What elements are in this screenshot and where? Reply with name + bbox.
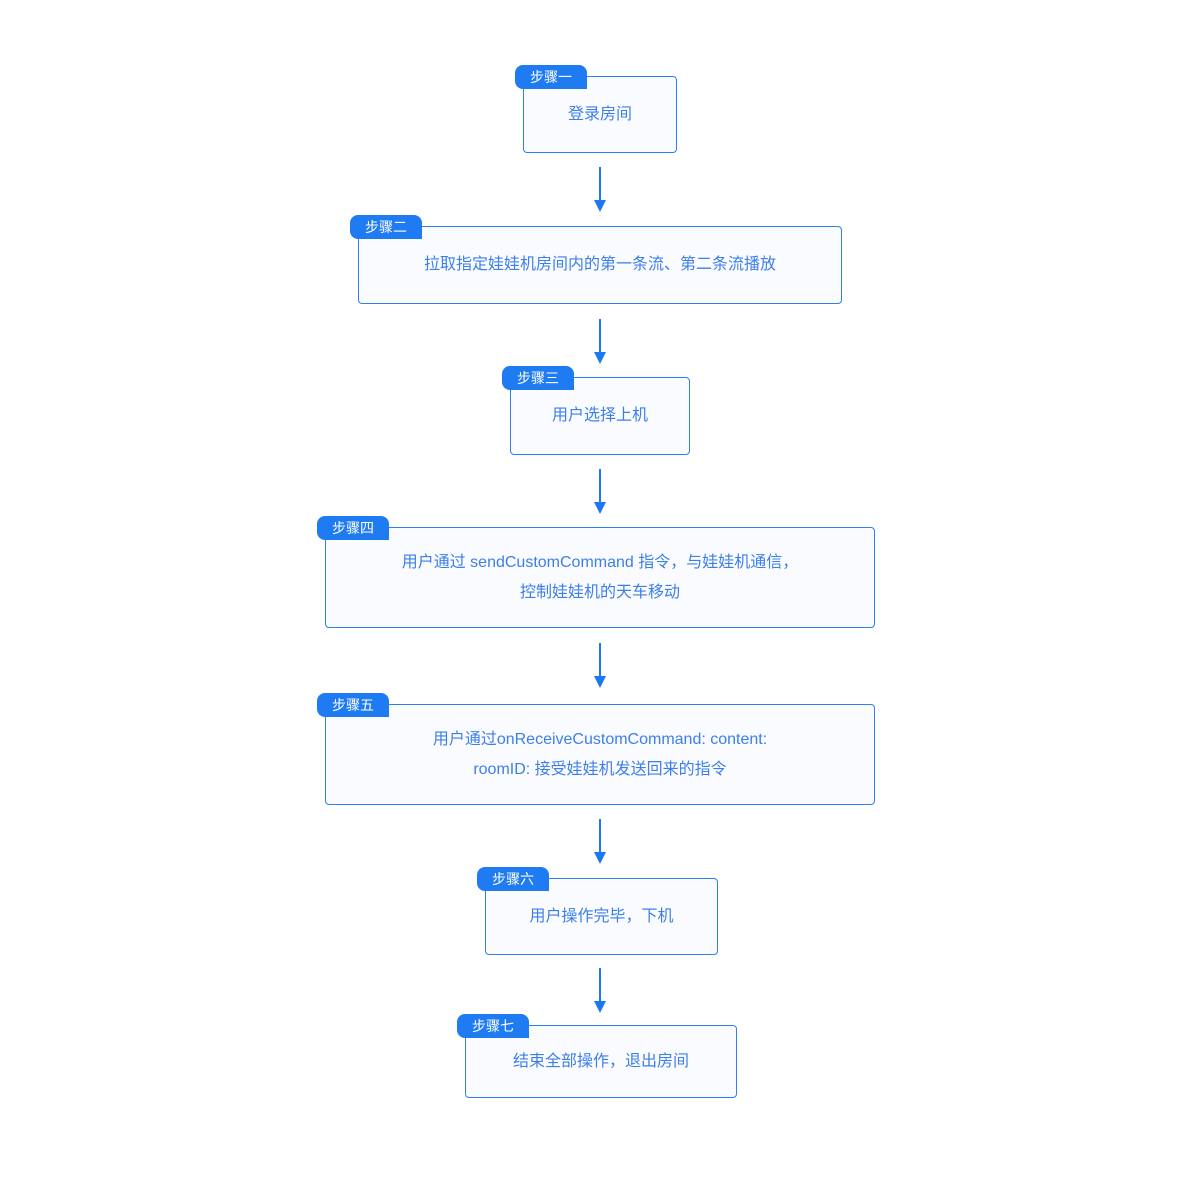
step-text-4-line-2: 控制娃娃机的天车移动: [519, 583, 680, 601]
step-badge-3: 步骤三: [502, 366, 574, 390]
down-arrow-icon: [594, 643, 606, 688]
step-badge-5: 步骤五: [317, 693, 389, 717]
step-text-2: 拉取指定娃娃机房间内的第一条流、第二条流播放: [423, 256, 776, 273]
step-box-4: 步骤四 用户通过 sendCustomCommand 指令，与娃娃机通信， 控制…: [317, 516, 875, 628]
step-badge-7: 步骤七: [457, 1014, 529, 1038]
step-text-4-line-1: 用户通过 sendCustomCommand 指令，与娃娃机通信，: [401, 553, 799, 571]
down-arrow-icon: [594, 819, 606, 864]
step-box-5: 步骤五 用户通过onReceiveCustomCommand: content:…: [317, 693, 875, 805]
down-arrow-icon: [594, 319, 606, 364]
step-text-3: 用户选择上机: [551, 407, 648, 424]
step-box-7: 步骤七 结束全部操作，退出房间: [457, 1014, 737, 1098]
step-badge-6: 步骤六: [477, 867, 549, 891]
step-box-2: 步骤二 拉取指定娃娃机房间内的第一条流、第二条流播放: [350, 215, 842, 304]
down-arrow-icon: [594, 469, 606, 514]
step-text-7: 结束全部操作，退出房间: [512, 1052, 689, 1070]
step-box-1: 步骤一 登录房间: [515, 65, 677, 153]
step-text-1: 登录房间: [567, 105, 632, 123]
step-text-6: 用户操作完毕，下机: [529, 907, 674, 925]
step-badge-1: 步骤一: [515, 65, 587, 89]
step-text-5-line-1: 用户通过onReceiveCustomCommand: content:: [432, 730, 768, 748]
step-text-5-line-2: roomID: 接受娃娃机发送回来的指令: [473, 760, 727, 778]
down-arrow-icon: [594, 167, 606, 212]
step-box-6: 步骤六 用户操作完毕，下机: [477, 867, 718, 955]
step-badge-4: 步骤四: [317, 516, 389, 540]
step-badge-2: 步骤二: [350, 215, 422, 239]
down-arrow-icon: [594, 968, 606, 1013]
step-box-3: 步骤三 用户选择上机: [502, 366, 690, 455]
